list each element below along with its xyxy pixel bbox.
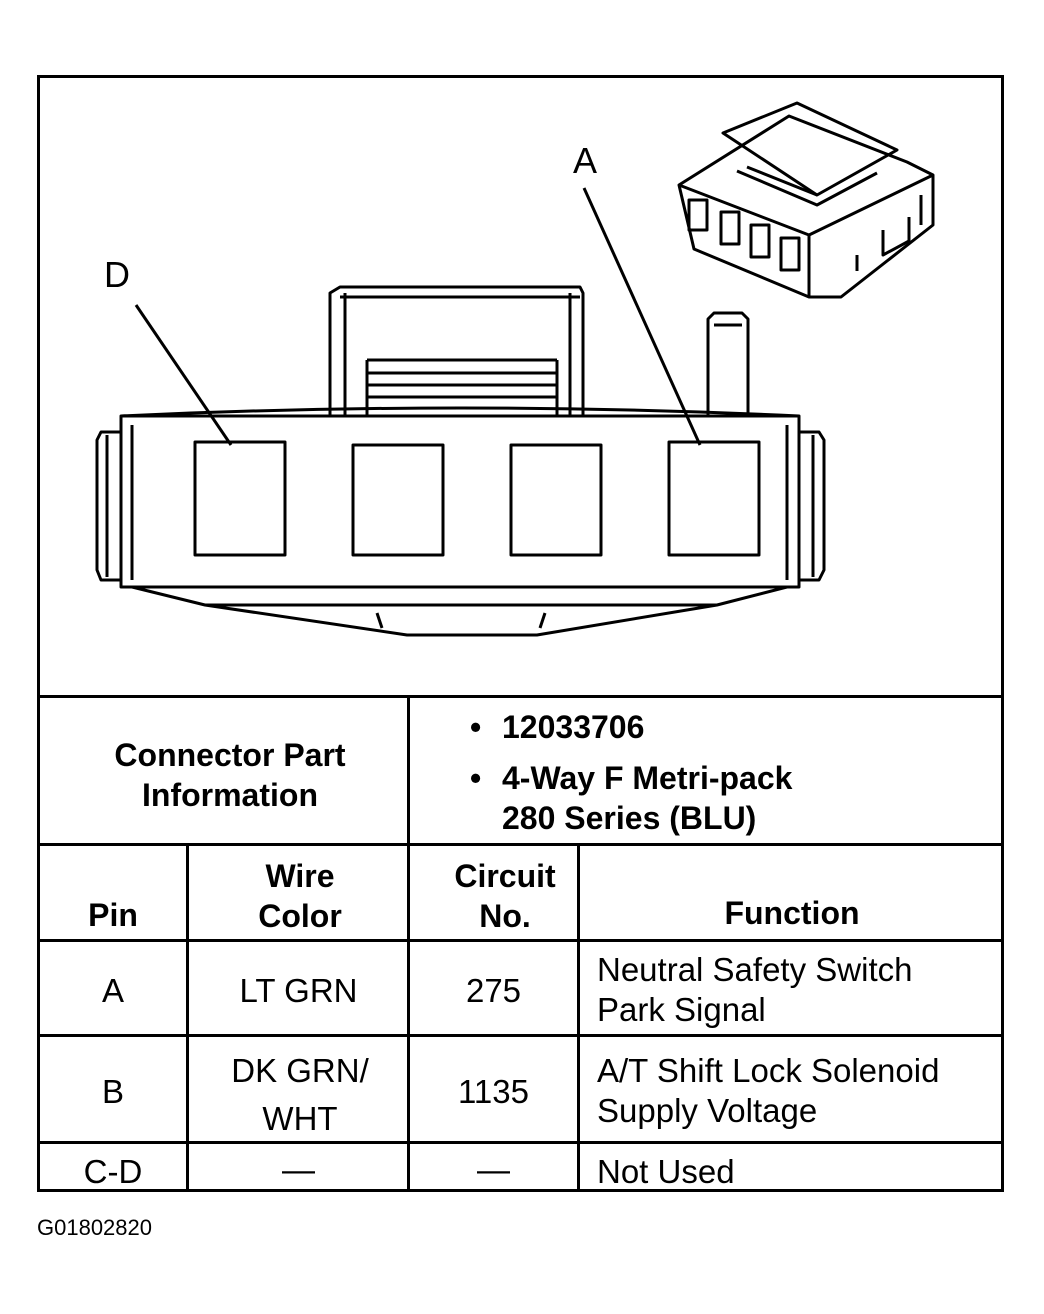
header-pin: Pin <box>88 897 138 933</box>
cavity-d <box>193 440 287 557</box>
latch-block <box>328 285 585 416</box>
table-top-border <box>37 695 1004 698</box>
header-function: Function <box>724 895 860 931</box>
row-a-circuit-no: 275 <box>465 972 522 1009</box>
part-info-vdivider <box>407 695 410 845</box>
col-divider-1 <box>186 843 189 1192</box>
header-circuit-no: Circuit No. <box>454 858 556 934</box>
row-a-wire-color: LT GRN <box>239 972 358 1009</box>
row-cd-function: Not Used <box>597 1153 735 1190</box>
callout-a: A <box>573 140 597 181</box>
row-b-divider <box>37 1141 1004 1144</box>
part-info-divider <box>37 843 1004 846</box>
row-a-divider <box>37 1034 1004 1037</box>
row-b-pin: B <box>101 1073 124 1110</box>
part-info-label: Connector Part Information <box>114 737 346 813</box>
side-post <box>706 311 750 416</box>
col-divider-3 <box>577 843 580 1192</box>
connector-body <box>95 406 826 637</box>
diagram-frame <box>37 75 1004 1192</box>
row-cd-wire-color: — <box>282 1151 315 1188</box>
connector-perspective-icon <box>677 101 935 299</box>
row-a-function: Neutral Safety Switch Park Signal <box>597 951 913 1028</box>
bullet-dot: • <box>470 760 482 796</box>
row-a-pin: A <box>101 972 124 1009</box>
leader-line-a <box>582 187 702 446</box>
cavity-c <box>351 443 445 557</box>
row-b-circuit-no: 1135 <box>458 1073 529 1110</box>
connector-diagram: A D <box>95 101 935 637</box>
header-wire-color: Wire Color <box>258 858 342 934</box>
figure-code: G01802820 <box>37 1215 152 1240</box>
row-b-wire-color: DK GRN/ WHT <box>231 1052 369 1137</box>
part-info-item-2: • 4-Way F Metri-pack 280 Series (BLU) <box>470 760 793 836</box>
part-info-item-1: •12033706 <box>470 709 645 745</box>
callout-d: D <box>104 254 130 295</box>
bullet-dot: • <box>470 709 482 745</box>
row-b-function: A/T Shift Lock Solenoid Supply Voltage <box>597 1052 940 1129</box>
row-cd-circuit-no: — <box>477 1151 510 1188</box>
leader-line-d <box>134 304 233 446</box>
cavity-a <box>667 440 761 557</box>
col-divider-2 <box>407 843 410 1192</box>
header-divider <box>37 939 1004 942</box>
cavity-b <box>509 443 603 557</box>
row-cd-pin: C-D <box>83 1153 143 1190</box>
